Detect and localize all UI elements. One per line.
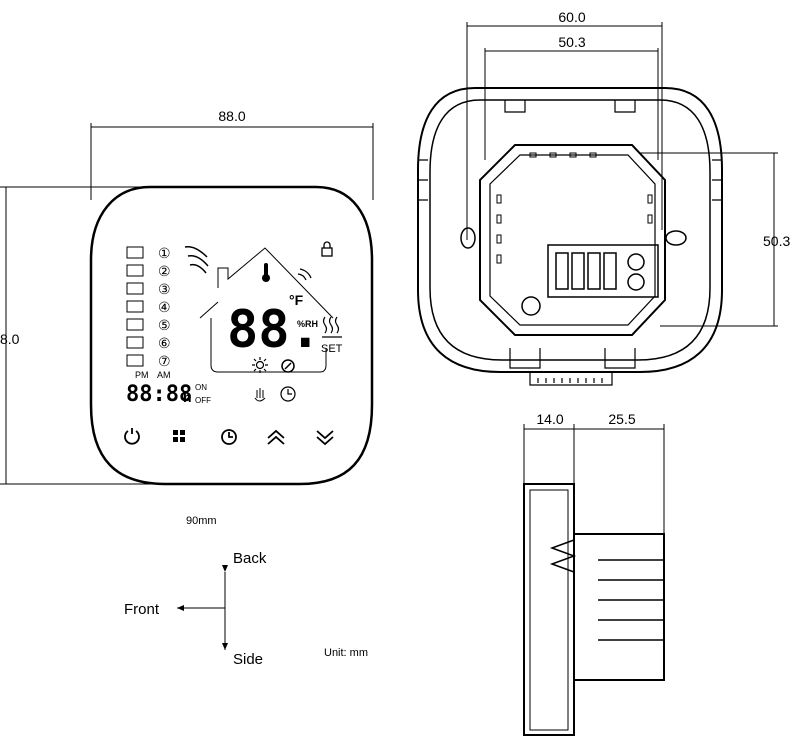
side-front-panel xyxy=(523,483,575,736)
hand-icon xyxy=(254,388,266,402)
side-rear-box xyxy=(574,533,665,681)
side-back-depth-dimension: 25.5 xyxy=(608,411,635,427)
thermostat-front-body xyxy=(89,185,374,486)
eco-icon xyxy=(281,359,295,373)
program-number-3: ③ xyxy=(158,281,171,297)
left-mounting-hole xyxy=(460,227,476,249)
up-button[interactable] xyxy=(267,429,285,445)
screw-hole xyxy=(521,296,541,316)
clock-digits: 88:88 xyxy=(126,382,192,407)
hour-suffix: h xyxy=(183,389,192,405)
program-icons xyxy=(126,246,144,367)
back-view: 60.0 50.3 50.3 xyxy=(417,9,790,386)
lock-icon xyxy=(321,241,333,257)
power-button[interactable] xyxy=(124,428,140,445)
program-number-2: ② xyxy=(158,263,171,279)
set-label: SET xyxy=(321,343,343,355)
back-outer-width-dimension: 60.0 xyxy=(558,9,585,25)
right-mounting-hole xyxy=(665,230,687,246)
humidity-unit: %RH xyxy=(297,319,318,329)
clock-icon xyxy=(280,386,296,402)
back-height-dimension: 50.3 xyxy=(763,233,790,249)
side-label: Side xyxy=(233,651,263,668)
program-number-4: ④ xyxy=(158,299,171,315)
front-width-dimension: 88.0 xyxy=(218,108,245,124)
sun-icon xyxy=(252,357,268,373)
program-number-7: ⑦ xyxy=(158,353,171,369)
clock-button[interactable] xyxy=(221,429,237,445)
program-number-1: ① xyxy=(158,245,171,261)
front-label: Front xyxy=(124,601,160,618)
front-height-dimension: 8.0 xyxy=(0,331,20,347)
side-view: 14.0 25.5 xyxy=(523,411,665,736)
back-label: Back xyxy=(233,550,267,567)
down-button[interactable] xyxy=(316,430,334,446)
orientation-legend: Back Front Side Unit: mm xyxy=(124,550,368,668)
house-outline xyxy=(199,247,334,319)
menu-button[interactable] xyxy=(173,430,185,442)
heating-icon xyxy=(322,316,342,338)
front-size-caption: 90mm xyxy=(186,515,217,527)
back-inner-width-dimension: 50.3 xyxy=(558,34,585,50)
program-number-5: ⑤ xyxy=(158,317,171,333)
back-outer-shell xyxy=(417,87,723,373)
program-number-6: ⑥ xyxy=(158,335,171,351)
thermometer-icon xyxy=(262,263,270,282)
terminal-block xyxy=(547,244,659,298)
side-front-depth-dimension: 14.0 xyxy=(536,411,563,427)
unit-label: Unit: mm xyxy=(324,647,368,659)
off-label: OFF xyxy=(195,396,211,405)
mounting-box-outline xyxy=(479,144,666,336)
on-label: ON xyxy=(195,383,207,392)
wifi-icon xyxy=(297,268,312,281)
temperature-unit: °F xyxy=(289,292,304,308)
am-label: AM xyxy=(157,370,171,380)
temperature-digits: 88. xyxy=(227,300,321,360)
pm-label: PM xyxy=(135,370,149,380)
front-view: 88.0 8.0 ① ② ③ ④ ⑤ ⑥ ⑦ xyxy=(0,108,374,527)
heat-waves-icon xyxy=(184,245,209,274)
program-numbers: ① ② ③ ④ ⑤ ⑥ ⑦ xyxy=(158,245,171,369)
